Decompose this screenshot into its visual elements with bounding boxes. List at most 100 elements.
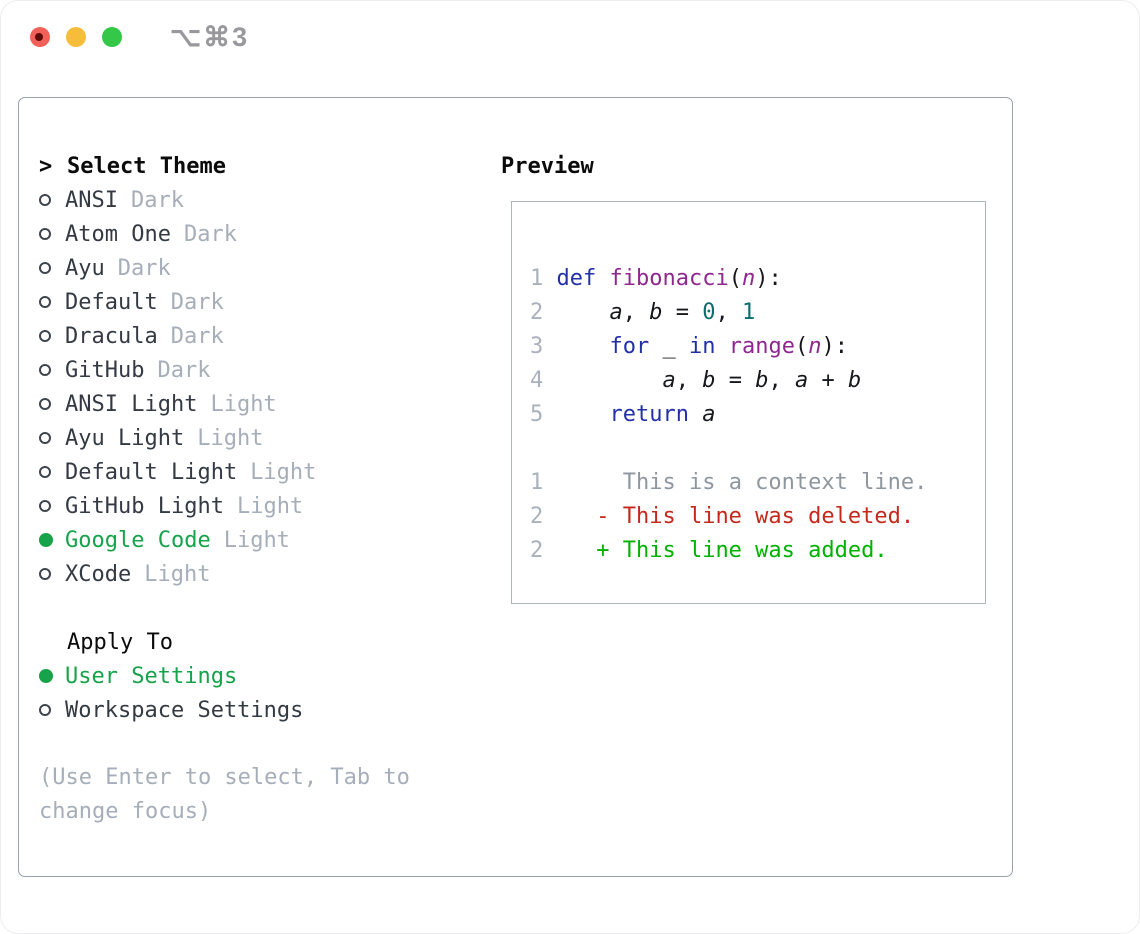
- code-token: n: [808, 334, 822, 359]
- code-token: - This line was deleted.: [596, 504, 915, 529]
- code-token: return: [609, 402, 689, 427]
- theme-list-item[interactable]: Default Dark: [39, 285, 479, 319]
- code-line: 2 a, b = 0, 1: [530, 296, 985, 330]
- code-token: [557, 334, 610, 359]
- theme-list-item[interactable]: ANSI Dark: [39, 183, 479, 217]
- code-token: [689, 402, 702, 427]
- code-token: =: [715, 368, 756, 393]
- theme-variant-tag: Light: [223, 527, 290, 553]
- code-token: a: [702, 402, 716, 427]
- code-token: def: [556, 266, 597, 291]
- apply-to-title: Apply To: [67, 629, 173, 655]
- code-line: 4 a, b = b, a + b: [530, 364, 985, 398]
- theme-variant-tag: Light: [144, 561, 211, 587]
- code-line: 1 def fibonacci(n):: [530, 262, 985, 296]
- code-token: b: [702, 368, 716, 393]
- apply-to-option[interactable]: User Settings: [39, 659, 479, 693]
- theme-name: Google Code: [65, 527, 211, 553]
- theme-name: Atom One: [65, 221, 171, 247]
- code-token: This is a context line.: [622, 470, 928, 495]
- code-token: [543, 504, 596, 529]
- code-line: 2 - This line was deleted.: [530, 500, 985, 534]
- theme-list-item[interactable]: Atom One Dark: [39, 217, 479, 251]
- code-token: 2: [530, 538, 544, 563]
- minimize-button[interactable]: [66, 27, 86, 47]
- code-token: a: [609, 300, 623, 325]
- window-title: ⌥⌘3: [170, 22, 250, 52]
- spacer: [39, 591, 479, 625]
- code-token: (: [728, 266, 742, 291]
- preview-header: Preview: [501, 149, 1006, 183]
- code-token: 4: [530, 368, 557, 393]
- theme-name: ANSI Light: [65, 391, 198, 417]
- code-token: ,: [622, 300, 650, 325]
- theme-name: Default Light: [65, 459, 238, 485]
- apply-to-option[interactable]: Workspace Settings: [39, 693, 479, 727]
- theme-picker-panel: > Select Theme ANSI Dark Atom One Dark A…: [18, 97, 1013, 877]
- code-token: [543, 538, 596, 563]
- zoom-button[interactable]: [102, 27, 122, 47]
- radio-circle-icon: [39, 568, 51, 580]
- theme-name: Ayu Light: [65, 425, 185, 451]
- theme-variant-tag: Light: [197, 425, 264, 451]
- code-token: n: [741, 266, 756, 291]
- code-token: 0: [702, 300, 716, 325]
- theme-name: GitHub: [65, 357, 145, 383]
- theme-list-item[interactable]: Dracula Dark: [39, 319, 479, 353]
- radio-circle-icon: [39, 669, 53, 683]
- theme-list-item[interactable]: Ayu Dark: [39, 251, 479, 285]
- theme-variant-tag: Light: [250, 459, 317, 485]
- theme-name: Dracula: [65, 323, 158, 349]
- apply-to-option-label: User Settings: [65, 663, 238, 689]
- radio-circle-icon: [39, 262, 51, 274]
- code-token: [596, 266, 609, 291]
- code-token: ):: [755, 266, 782, 291]
- theme-name: Default: [65, 289, 158, 315]
- code-token: [557, 402, 610, 427]
- theme-name: GitHub Light: [65, 493, 224, 519]
- theme-list-item[interactable]: XCode Light: [39, 557, 479, 591]
- theme-list-item[interactable]: ANSI Light Light: [39, 387, 479, 421]
- theme-list-item[interactable]: Ayu Light Light: [39, 421, 479, 455]
- theme-list: ANSI Dark Atom One Dark Ayu Dark Default…: [39, 183, 479, 591]
- code-token: [557, 368, 663, 393]
- code-token: (: [794, 334, 809, 359]
- theme-variant-tag: Dark: [130, 187, 184, 213]
- theme-list-item[interactable]: Google Code Light: [39, 523, 479, 557]
- code-token: ,: [715, 300, 742, 325]
- radio-circle-icon: [39, 398, 51, 410]
- apply-to-header: Apply To: [39, 625, 479, 659]
- focus-caret-icon: >: [39, 153, 53, 179]
- radio-circle-icon: [39, 466, 51, 478]
- code-token: in: [688, 334, 716, 359]
- radio-circle-icon: [39, 194, 51, 206]
- select-theme-header: > Select Theme: [39, 149, 479, 183]
- radio-circle-icon: [39, 330, 51, 342]
- theme-variant-tag: Dark: [117, 255, 171, 281]
- code-token: + This line was added.: [596, 538, 888, 563]
- theme-list-item[interactable]: GitHub Light Light: [39, 489, 479, 523]
- code-token: +: [808, 368, 848, 393]
- theme-list-item[interactable]: GitHub Dark: [39, 353, 479, 387]
- theme-variant-tag: Dark: [170, 323, 224, 349]
- theme-variant-tag: Dark: [170, 289, 224, 315]
- code-token: b: [847, 368, 862, 393]
- code-token: 3: [530, 334, 557, 359]
- code-token: _: [649, 334, 689, 359]
- code-token: 1: [741, 300, 756, 325]
- radio-circle-icon: [39, 364, 51, 376]
- code-token: [557, 300, 610, 325]
- radio-circle-icon: [39, 296, 51, 308]
- code-token: b: [755, 368, 769, 393]
- close-button[interactable]: [30, 27, 50, 47]
- theme-list-item[interactable]: Default Light Light: [39, 455, 479, 489]
- code-token: 1: [530, 266, 557, 291]
- traffic-lights: [30, 27, 122, 47]
- code-token: 2: [530, 504, 544, 529]
- select-theme-title: Select Theme: [67, 153, 226, 179]
- keyboard-hint: (Use Enter to select, Tab to change focu…: [39, 765, 410, 824]
- code-token: for: [609, 334, 650, 359]
- preview-column: Preview 1 def fibonacci(n):2 a, b = 0, 1…: [501, 149, 1006, 604]
